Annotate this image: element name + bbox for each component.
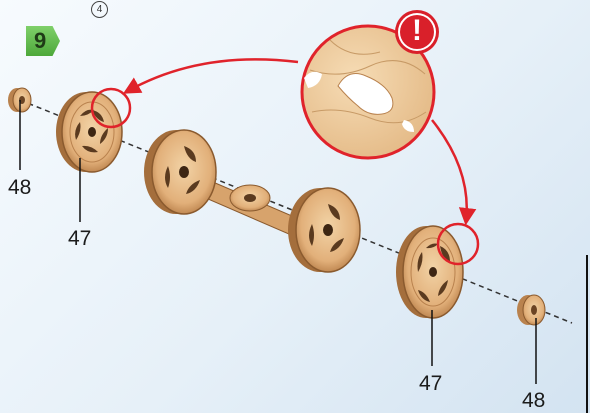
right-wheel-part: [396, 226, 463, 318]
part-label-left-cap: 48: [8, 176, 31, 200]
callout-arrow-left: [126, 59, 298, 92]
part-label-right-cap: 48: [522, 389, 545, 413]
part-label-right-wheel: 47: [419, 372, 442, 396]
page-edge-rule: [586, 255, 588, 413]
right-cap-part: [517, 295, 545, 325]
callout-arrow-right: [432, 120, 467, 222]
warning-exclamation: !: [408, 11, 426, 51]
part-label-left-wheel: 47: [68, 227, 91, 251]
left-wheel-part: [56, 92, 122, 172]
axle-assembly: [144, 130, 360, 272]
